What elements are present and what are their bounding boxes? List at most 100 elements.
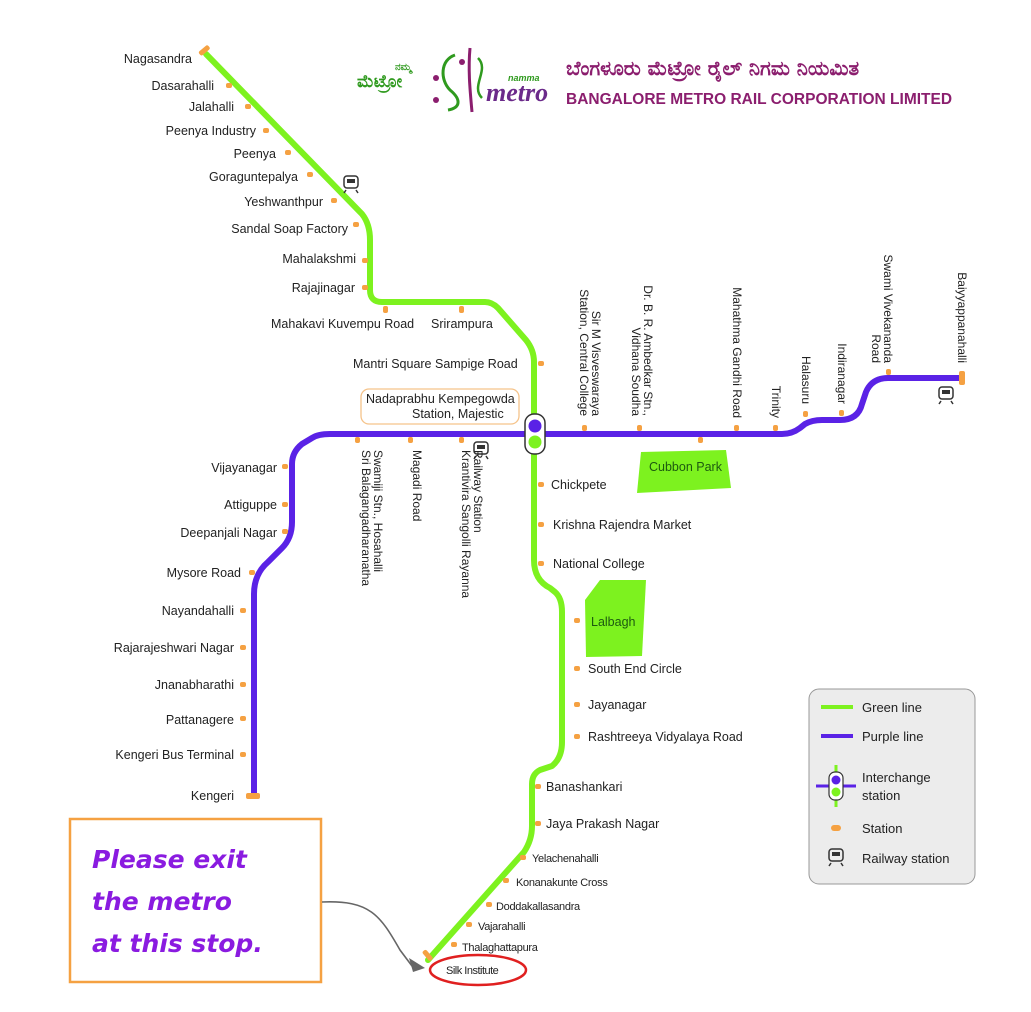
- station-dot[interactable]: [282, 529, 288, 534]
- arrow-head-icon: [409, 958, 425, 972]
- station-dot[interactable]: [240, 682, 246, 687]
- railway-icon-ksr: [473, 441, 489, 460]
- station-dot[interactable]: [240, 716, 246, 721]
- station-dot[interactable]: [574, 734, 580, 739]
- station-dot[interactable]: [240, 608, 246, 613]
- green-south-stations: [422, 482, 580, 961]
- station-dot[interactable]: [535, 784, 541, 789]
- station-dot[interactable]: [459, 306, 464, 313]
- station-label: Jayanagar: [588, 698, 646, 712]
- labels-green-north: Nagasandra Dasarahalli Jalahalli Peenya …: [124, 52, 356, 295]
- station-dot[interactable]: [240, 752, 246, 757]
- labels-purple-east-vertical: Sir M Visveswaraya Station, Central Coll…: [577, 254, 969, 418]
- station-label: Konanakunte Cross: [516, 877, 608, 889]
- station-dot[interactable]: [535, 821, 541, 826]
- station-label: Swami Vivekananda: [881, 254, 895, 363]
- station-dot[interactable]: [459, 437, 464, 443]
- interchange-label-box: [360, 388, 520, 425]
- station-label: National College: [553, 557, 645, 571]
- station-label: South End Circle: [588, 662, 682, 676]
- station-dot[interactable]: [538, 522, 544, 527]
- station-dot[interactable]: [959, 371, 965, 385]
- station-dot[interactable]: [408, 437, 413, 443]
- park-cubbon: [637, 450, 731, 493]
- station-label: Rajarajeshwari Nagar: [114, 641, 234, 655]
- station-dot[interactable]: [574, 666, 580, 671]
- station-label: Chickpete: [551, 478, 607, 492]
- park-lalbagh: [585, 580, 646, 657]
- station-dot[interactable]: [538, 561, 544, 566]
- station-label: Mahalakshmi: [282, 252, 356, 266]
- station-label: Trinity: [769, 386, 783, 418]
- station-label: Jaya Prakash Nagar: [546, 817, 659, 831]
- station-dot[interactable]: [249, 570, 255, 575]
- station-dot[interactable]: [362, 258, 368, 263]
- station-dot[interactable]: [803, 411, 808, 417]
- legend: Green line Purple line Interchange stati…: [808, 688, 976, 885]
- station-dot[interactable]: [353, 222, 359, 227]
- station-label: Baiyyappanahalli: [955, 272, 969, 363]
- station-label: Mahakavi Kuvempu Road: [271, 317, 414, 331]
- station-label: Kengeri Bus Terminal: [115, 748, 234, 762]
- labels-green-south: Chickpete Krishna Rajendra Market Nation…: [462, 478, 743, 954]
- station-label: Peenya: [234, 147, 276, 161]
- legend-interchange-icon: [816, 765, 856, 807]
- station-dot[interactable]: [466, 922, 472, 927]
- station-dot[interactable]: [538, 482, 544, 487]
- station-dot[interactable]: [582, 425, 587, 431]
- station-label: Railway Station: [471, 450, 485, 533]
- station-dot[interactable]: [282, 502, 288, 507]
- station-label: Peenya Industry: [166, 124, 257, 138]
- station-dot[interactable]: [355, 437, 360, 443]
- station-dot[interactable]: [240, 645, 246, 650]
- purple-stations: [240, 369, 965, 799]
- station-label: Magadi Road: [410, 450, 424, 521]
- station-label: Srirampura: [431, 317, 493, 331]
- station-dot[interactable]: [226, 83, 232, 88]
- labels-purple-west-vertical: Sri Balagangadharanatha Swamiji Stn., Ho…: [359, 450, 485, 598]
- station-dot[interactable]: [451, 942, 457, 947]
- station-dot[interactable]: [538, 361, 544, 366]
- station-dot[interactable]: [331, 198, 337, 203]
- station-dot[interactable]: [698, 437, 703, 443]
- station-dot[interactable]: [503, 878, 509, 883]
- station-dot[interactable]: [263, 128, 269, 133]
- station-dot[interactable]: [383, 306, 388, 313]
- station-dot[interactable]: [282, 464, 288, 469]
- labels-purple-west: Vijayanagar Attiguppe Deepanjali Nagar M…: [114, 461, 277, 803]
- station-dot[interactable]: [574, 618, 580, 623]
- metro-logo-mark: [433, 47, 484, 113]
- station-dot[interactable]: [734, 425, 739, 431]
- legend-railway-label: Railway station: [862, 851, 949, 866]
- legend-purple-label: Purple line: [862, 729, 923, 744]
- destination-label[interactable]: Silk Institute: [446, 965, 499, 977]
- station-dot[interactable]: [246, 793, 260, 799]
- title-kannada: ಬೆಂಗಳೂರು ಮೆಟ್ರೋ ರೈಲ್ ನಿಗಮ ನಿಯಮಿತ: [566, 56, 859, 83]
- legend-station-label: Station: [862, 821, 902, 836]
- station-label: Rashtreeya Vidyalaya Road: [588, 730, 743, 744]
- station-dot[interactable]: [574, 702, 580, 707]
- station-label: Pattanagere: [166, 713, 234, 727]
- station-label: Yeshwanthpur: [244, 195, 323, 209]
- station-label: Jnanabharathi: [155, 678, 234, 692]
- station-dot[interactable]: [886, 369, 891, 375]
- note-line-3: at this stop.: [92, 929, 263, 958]
- interchange-majestic[interactable]: [524, 413, 546, 455]
- station-label: Doddakallasandra: [496, 901, 581, 913]
- station-dot[interactable]: [285, 150, 291, 155]
- station-label: Kengeri: [191, 789, 234, 803]
- station-dot[interactable]: [245, 104, 251, 109]
- legend-station-swatch: [831, 825, 841, 831]
- station-dot[interactable]: [839, 410, 844, 416]
- title-english: BANGALORE METRO RAIL CORPORATION LIMITED: [566, 91, 952, 108]
- station-dot[interactable]: [307, 172, 313, 177]
- station-dot[interactable]: [422, 949, 434, 961]
- legend-green-label: Green line: [862, 700, 922, 715]
- station-dot[interactable]: [198, 45, 210, 57]
- station-dot[interactable]: [486, 902, 492, 907]
- station-dot[interactable]: [520, 855, 526, 860]
- station-dot[interactable]: [362, 285, 368, 290]
- station-dot[interactable]: [637, 425, 642, 431]
- station-dot[interactable]: [773, 425, 778, 431]
